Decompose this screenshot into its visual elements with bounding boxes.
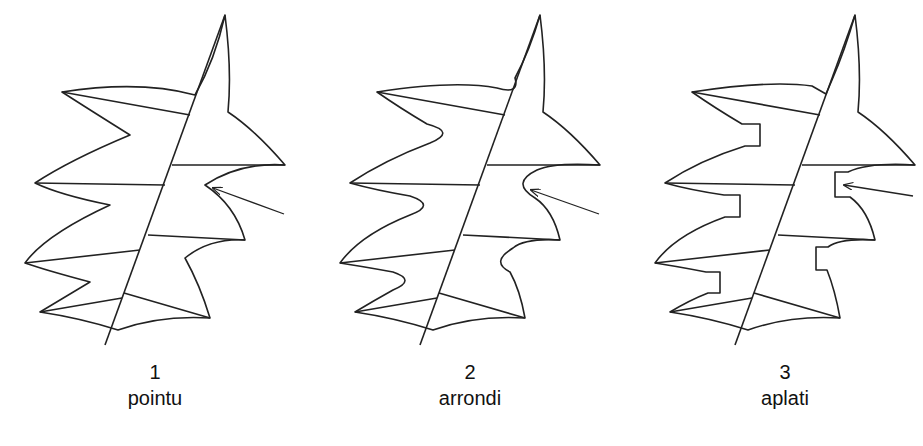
leaf-flat <box>655 15 915 345</box>
figure-number: 1 <box>149 360 160 384</box>
figure-caption: pointu <box>128 386 183 410</box>
leaf-rounded <box>340 15 600 345</box>
figure-number: 2 <box>464 360 475 384</box>
figure-number: 3 <box>779 360 790 384</box>
figure-caption: aplati <box>761 386 809 410</box>
leaf-pointed <box>25 15 285 345</box>
figure-caption: arrondi <box>439 386 501 410</box>
